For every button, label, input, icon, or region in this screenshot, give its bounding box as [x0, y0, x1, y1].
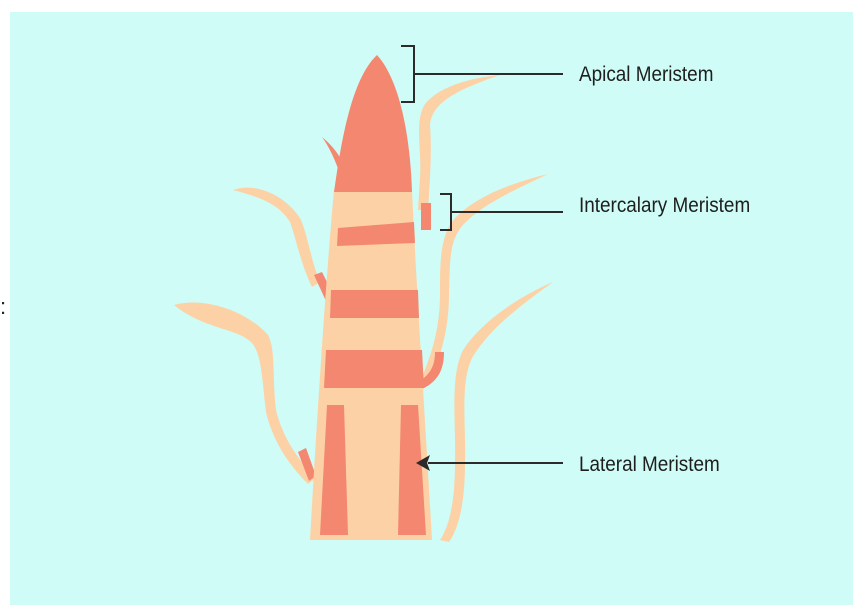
- label-apical-meristem: Apical Meristem: [579, 63, 713, 87]
- diagram-canvas: [10, 12, 853, 605]
- leaf-base-right-top: [421, 203, 431, 230]
- label-intercalary-meristem: Intercalary Meristem: [579, 194, 750, 218]
- intercalary-band-2: [330, 290, 419, 318]
- label-lateral-meristem: Lateral Meristem: [579, 453, 720, 477]
- stray-colon-text: :: [0, 294, 6, 320]
- intercalary-band-3: [324, 350, 424, 388]
